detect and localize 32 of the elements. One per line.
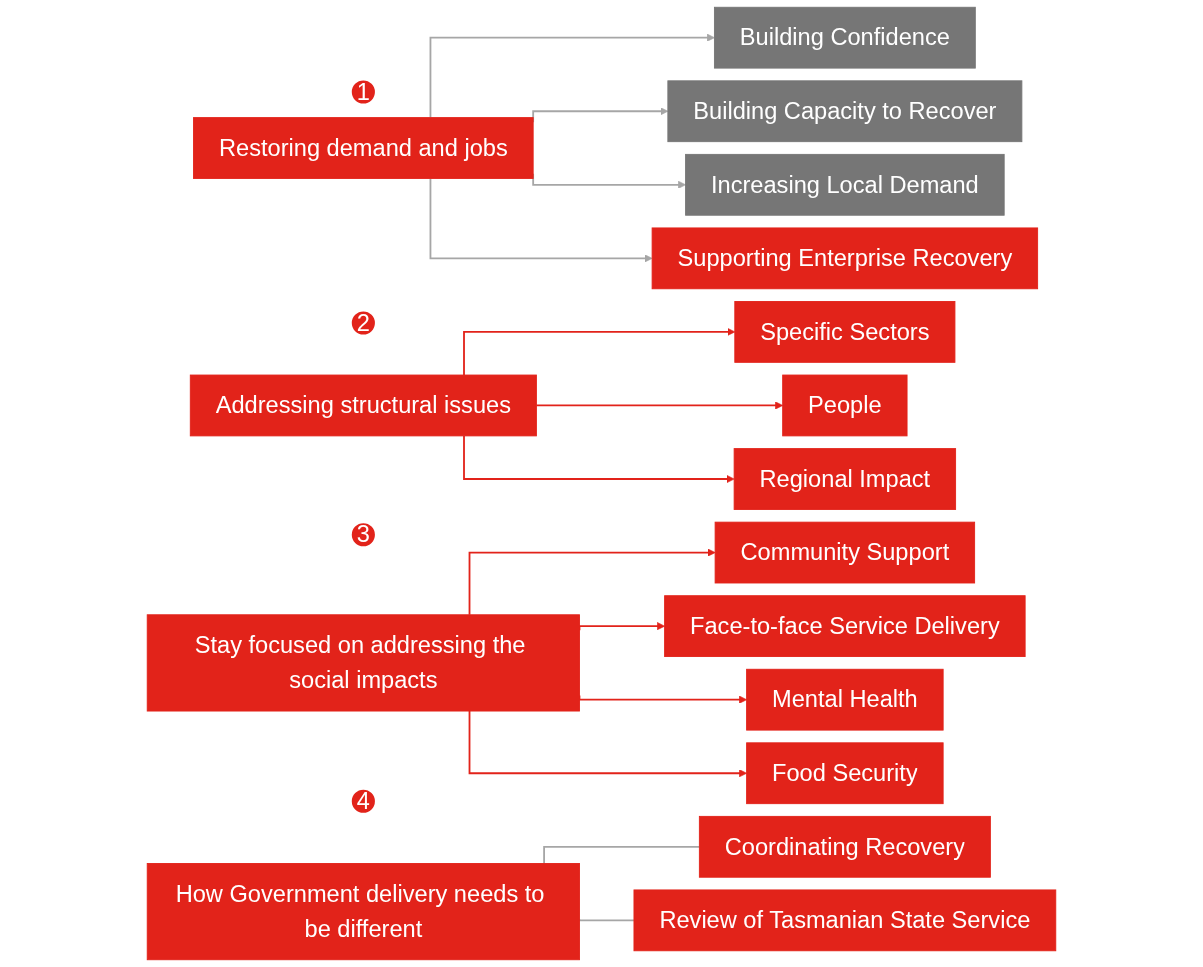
node-circle: 2 xyxy=(349,308,378,338)
node-circle: 1 xyxy=(349,77,378,107)
node-box: Face-to-face Service Delivery xyxy=(664,595,1026,657)
arrow xyxy=(463,434,735,483)
node-circle: 4 xyxy=(349,787,378,816)
arrow xyxy=(535,401,784,410)
arrow xyxy=(578,694,747,704)
node-box: Mental Health xyxy=(746,668,944,731)
node-box: Regional Impact xyxy=(733,448,957,510)
node-box: Review of Tasmanian State Service xyxy=(633,889,1057,952)
node-box: Stay focused on addressing the social impacts xyxy=(146,614,580,712)
node-box: Building Capacity to Recover xyxy=(667,80,1023,143)
node-box: Addressing structural issues xyxy=(189,374,537,437)
arrow xyxy=(429,33,715,119)
arrow xyxy=(578,622,665,632)
node-box: Food Security xyxy=(746,742,944,805)
connector xyxy=(578,918,635,922)
connector xyxy=(543,845,701,865)
arrow xyxy=(463,327,736,376)
node-box: Building Confidence xyxy=(713,6,976,69)
node-box: Restoring demand and jobs xyxy=(193,117,534,179)
arrow xyxy=(468,548,716,616)
node-box: Coordinating Recovery xyxy=(698,815,991,878)
node-box: Supporting Enterprise Recovery xyxy=(651,227,1039,290)
node-box: How Government delivery needs to be different xyxy=(146,863,580,961)
arrow xyxy=(429,177,653,263)
node-box: Specific Sectors xyxy=(734,301,956,363)
node-box: Increasing Local Demand xyxy=(685,153,1005,216)
node-box: People xyxy=(782,374,908,437)
node-box: Community Support xyxy=(714,521,976,584)
node-circle: 3 xyxy=(349,520,378,550)
arrow xyxy=(468,710,747,778)
